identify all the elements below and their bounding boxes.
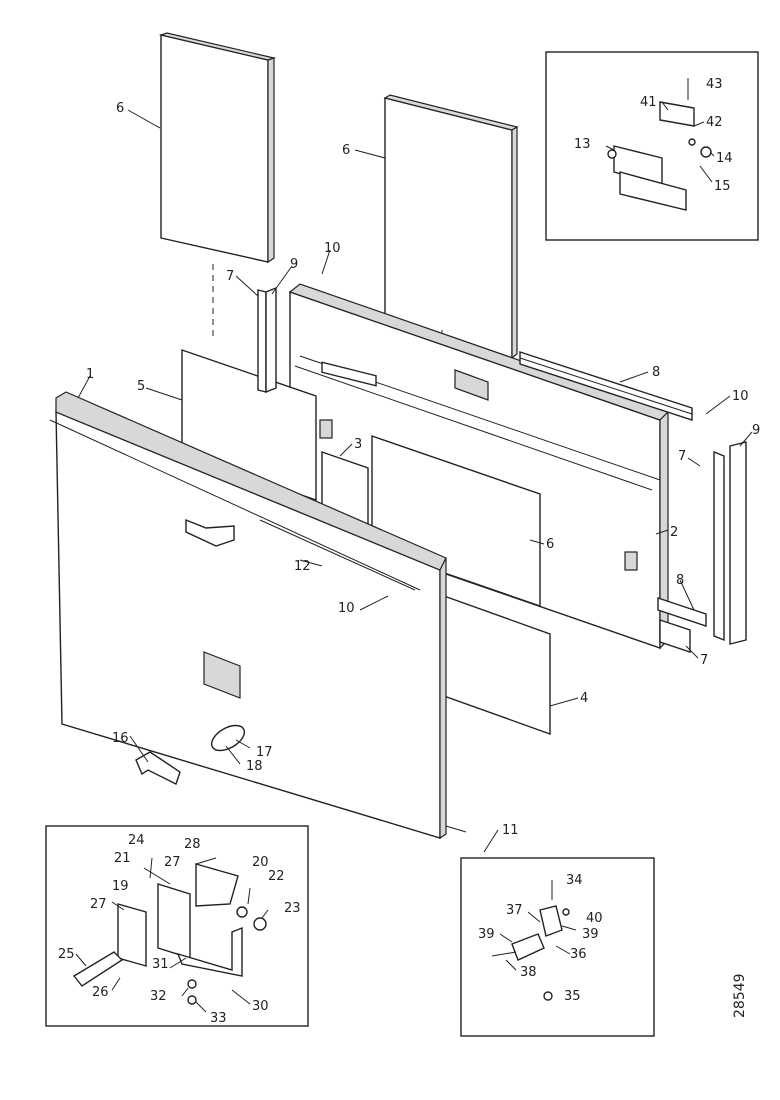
callout-37: 37 bbox=[506, 903, 523, 918]
callout-4: 4 bbox=[580, 691, 588, 706]
callout-30: 30 bbox=[252, 999, 269, 1014]
callout-2: 2 bbox=[670, 525, 678, 540]
callout-34: 34 bbox=[566, 873, 583, 888]
callout-6: 6 bbox=[342, 143, 350, 158]
callout-6: 6 bbox=[116, 101, 124, 116]
front-door-panel bbox=[49, 391, 447, 840]
callout-16: 16 bbox=[112, 731, 129, 746]
callout-21: 21 bbox=[114, 851, 131, 866]
callout-23: 23 bbox=[284, 901, 301, 916]
upper-right-glass-panel bbox=[383, 94, 519, 360]
callout-17: 17 bbox=[256, 745, 273, 760]
figure-number: 28549 bbox=[732, 973, 748, 1018]
inset-box-catch-assembly bbox=[460, 857, 655, 1037]
handle-mount-disc bbox=[210, 724, 246, 752]
callout-27: 27 bbox=[90, 897, 107, 912]
left-vertical-post bbox=[257, 286, 277, 394]
callout-3: 3 bbox=[354, 437, 362, 452]
callout-8: 8 bbox=[652, 365, 660, 380]
callout-26: 26 bbox=[92, 985, 109, 1000]
callout-38: 38 bbox=[520, 965, 537, 980]
callout-24: 24 bbox=[128, 833, 145, 848]
callout-9: 9 bbox=[290, 257, 298, 272]
callout-7: 7 bbox=[678, 449, 686, 464]
callout-6: 6 bbox=[546, 537, 554, 552]
callout-13: 13 bbox=[574, 137, 591, 152]
callout-18: 18 bbox=[246, 759, 263, 774]
upper-left-glass-panel bbox=[158, 32, 277, 264]
leader-lines bbox=[77, 109, 753, 853]
callout-1: 1 bbox=[86, 367, 94, 382]
inset-box-latch-assembly bbox=[45, 825, 309, 1027]
center-inner-panel bbox=[371, 435, 541, 607]
inset-box-hinge-detail bbox=[545, 51, 759, 241]
callout-43: 43 bbox=[706, 77, 723, 92]
callout-40: 40 bbox=[586, 911, 603, 926]
catch-assembly-parts bbox=[491, 880, 577, 1001]
callout-10: 10 bbox=[338, 601, 355, 616]
right-vertical-posts bbox=[713, 441, 747, 645]
callout-10: 10 bbox=[324, 241, 341, 256]
callout-36: 36 bbox=[570, 947, 587, 962]
callout-12: 12 bbox=[294, 559, 311, 574]
callout-labels: 1 2 3 4 5 6 6 6 7 7 7 8 8 9 9 10 10 10 1… bbox=[58, 77, 760, 1026]
callout-15: 15 bbox=[714, 179, 731, 194]
latch-assembly-parts bbox=[72, 857, 269, 1013]
callout-9: 9 bbox=[752, 423, 760, 438]
callout-33: 33 bbox=[210, 1011, 227, 1026]
callout-41: 41 bbox=[640, 95, 657, 110]
callout-20: 20 bbox=[252, 855, 269, 870]
callout-11: 11 bbox=[502, 823, 519, 838]
callout-7: 7 bbox=[226, 269, 234, 284]
callout-27: 27 bbox=[164, 855, 181, 870]
callout-32: 32 bbox=[150, 989, 167, 1004]
callout-25: 25 bbox=[58, 947, 75, 962]
callout-14: 14 bbox=[716, 151, 733, 166]
upper-right-rail bbox=[519, 351, 693, 421]
hinge-detail-parts bbox=[605, 78, 715, 211]
lower-right-rail bbox=[657, 597, 707, 653]
callout-5: 5 bbox=[137, 379, 145, 394]
callout-28: 28 bbox=[184, 837, 201, 852]
callout-31: 31 bbox=[152, 957, 169, 972]
callout-42: 42 bbox=[706, 115, 723, 130]
callout-19: 19 bbox=[112, 879, 129, 894]
callout-35: 35 bbox=[564, 989, 581, 1004]
callout-39: 39 bbox=[478, 927, 495, 942]
callout-39: 39 bbox=[582, 927, 599, 942]
callout-10: 10 bbox=[732, 389, 749, 404]
callout-8: 8 bbox=[676, 573, 684, 588]
callout-22: 22 bbox=[268, 869, 285, 884]
callout-7: 7 bbox=[700, 653, 708, 668]
lower-strip-panel bbox=[443, 595, 551, 735]
